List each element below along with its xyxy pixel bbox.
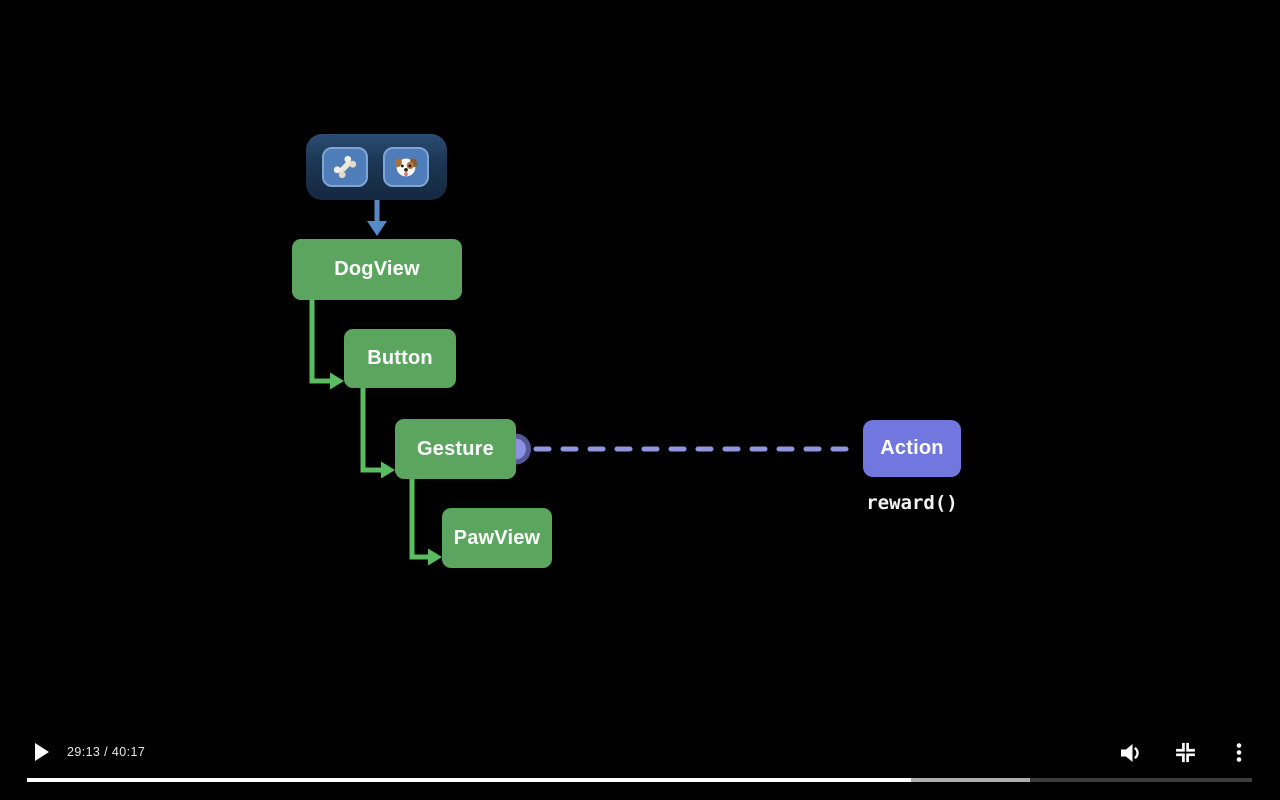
kebab-menu-button[interactable]	[1227, 740, 1251, 765]
progress-bar[interactable]	[27, 778, 1252, 782]
dog-icon	[394, 158, 418, 177]
node-pawview: PawView	[442, 508, 552, 568]
arrow-dogview-to-button	[309, 300, 344, 390]
node-button-label: Button	[367, 347, 433, 369]
play-icon	[35, 743, 49, 761]
arrow-button-to-gesture	[360, 388, 395, 479]
node-action-label: Action	[880, 437, 944, 459]
node-gesture-label: Gesture	[417, 437, 494, 460]
bone-button	[322, 147, 368, 187]
time-display: 29:13 / 40:17	[67, 745, 146, 759]
node-pawview-label: PawView	[453, 526, 541, 549]
code-annotation: reward()	[866, 492, 958, 514]
node-action: Action	[863, 420, 961, 477]
exit-fullscreen-button[interactable]	[1172, 740, 1198, 765]
node-button: Button	[344, 329, 456, 388]
emoji-toolbar	[306, 134, 447, 200]
dog-button	[383, 147, 429, 187]
exit-fullscreen-icon	[1175, 742, 1195, 763]
node-gesture: Gesture	[395, 419, 516, 479]
node-dogview: DogView	[292, 239, 462, 300]
node-dogview-label: DogView	[334, 258, 420, 280]
arrow-toolbar-to-dogview	[367, 200, 387, 236]
kebab-menu-icon	[1236, 743, 1242, 762]
arrow-gesture-to-pawview	[409, 479, 442, 566]
volume-icon	[1121, 743, 1139, 762]
progress-played	[27, 778, 912, 782]
play-button[interactable]	[30, 740, 54, 764]
bone-icon	[333, 155, 357, 179]
volume-button[interactable]	[1117, 739, 1145, 766]
